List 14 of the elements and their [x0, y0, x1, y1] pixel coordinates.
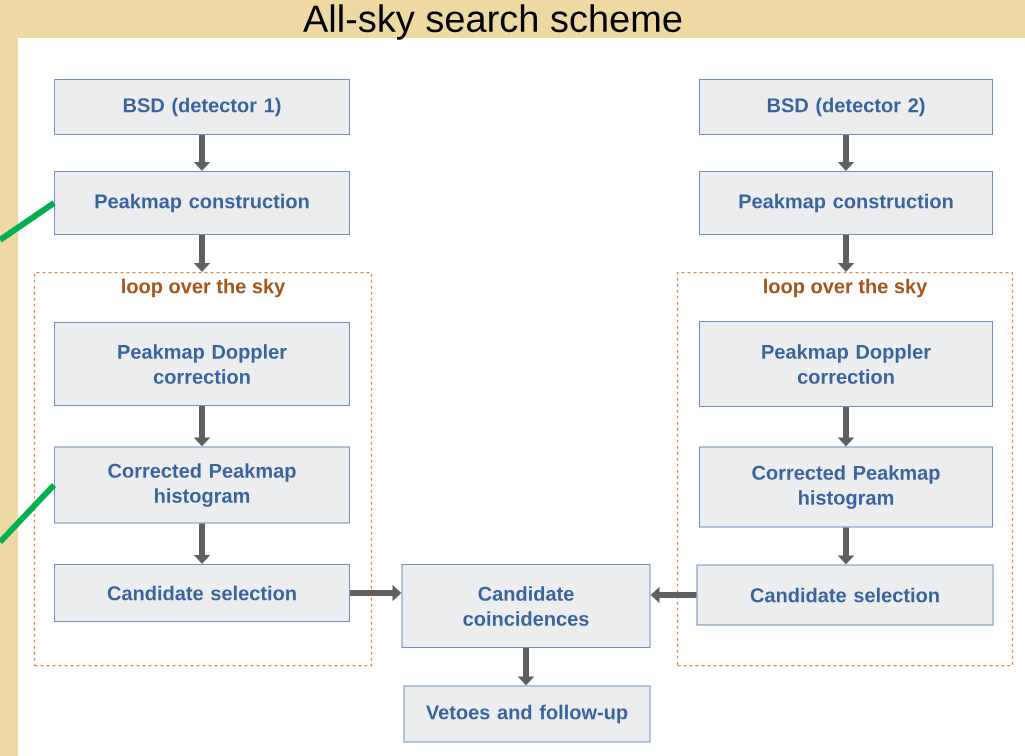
process-box: Candidate coincidences	[401, 564, 651, 648]
process-box: Candidate selection	[696, 564, 994, 626]
process-box: Vetoes and follow-up	[403, 685, 651, 743]
process-box: Peakmap construction	[699, 171, 993, 235]
leader-line	[0, 200, 56, 243]
process-box: Candidate selection	[54, 564, 350, 622]
process-box: Peakmap Doppler correction	[699, 321, 993, 407]
process-box: Peakmap construction	[54, 171, 350, 235]
process-box: Peakmap Doppler correction	[54, 322, 350, 406]
process-box: BSD (detector 2)	[699, 79, 993, 135]
title: All-sky search scheme	[303, 4, 682, 40]
process-box: Corrected Peakmap histogram	[54, 446, 350, 524]
process-box: BSD (detector 1)	[54, 79, 350, 135]
process-box: Corrected Peakmap histogram	[699, 446, 993, 528]
